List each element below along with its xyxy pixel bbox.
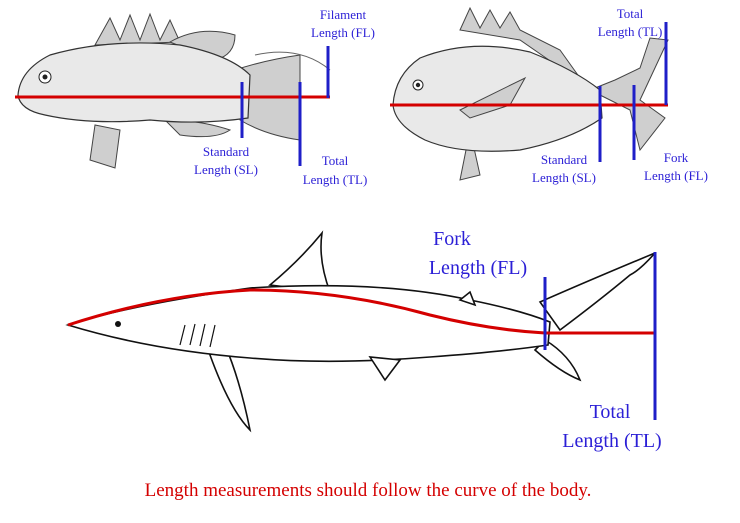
shark-total-label-1: Total [590,401,631,423]
fish1-standard-label-2: Length (SL) [194,162,258,177]
fish1-standard-label-1: Standard [203,144,250,159]
fish1-filament-label-1: Filament [320,7,367,22]
fish2-standard-label-2: Length (SL) [532,170,596,185]
shark-length-curve [67,288,655,335]
fish-illustration-scup [392,6,669,181]
fish1-total-label-1: Total [322,153,349,168]
shark-fork-label-2: Length (FL) [429,257,527,279]
fish2-total-label-1: Total [617,6,644,21]
shark-total-label-2: Length (TL) [562,430,661,452]
fish2-total-label-2: Length (TL) [598,24,663,39]
shark-fork-label-1: Fork [433,228,471,250]
fish2-standard-label-1: Standard [541,152,588,167]
fish1-total-label-2: Length (TL) [303,172,368,187]
fish2-fork-label-1: Fork [664,150,689,165]
fish2-fork-label-2: Length (FL) [644,168,708,183]
diagram-caption: Length measurements should follow the cu… [145,480,592,501]
fish-illustration-bass [17,12,331,169]
fish1-filament-label-2: Length (FL) [311,25,375,40]
